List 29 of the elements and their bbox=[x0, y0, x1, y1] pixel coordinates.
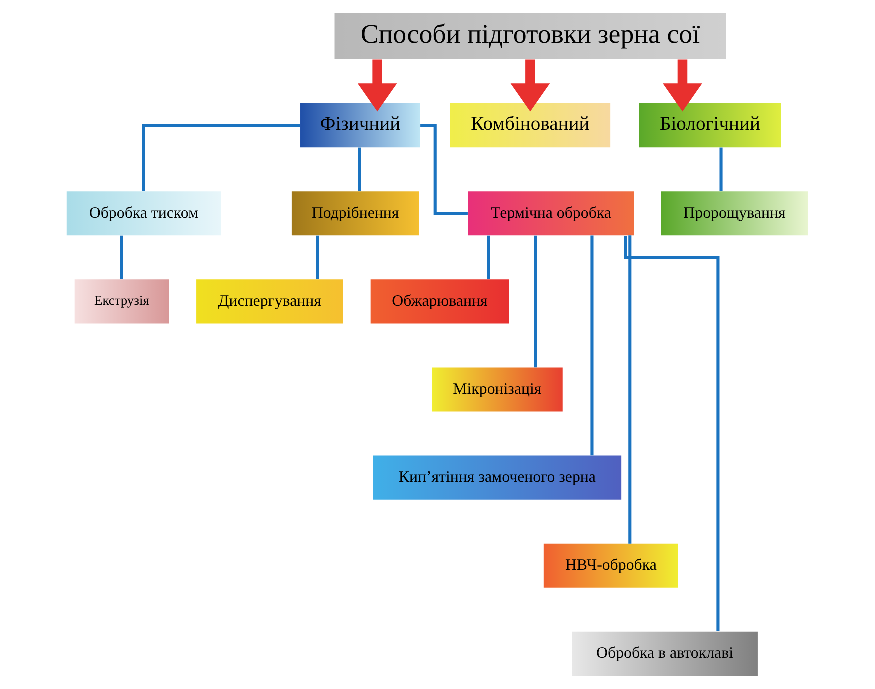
connector bbox=[720, 148, 723, 192]
node-box: Термічна обробка bbox=[468, 192, 634, 236]
node-box: Обробка тиском bbox=[66, 192, 221, 236]
connector bbox=[590, 236, 594, 456]
node-box: Обробка в автоклаві bbox=[572, 632, 758, 676]
node-box: Фізичний bbox=[300, 104, 420, 148]
node-box: Диспергування bbox=[196, 280, 344, 324]
node-box: Способи підготовки зерна сої bbox=[334, 13, 726, 60]
arrow bbox=[358, 60, 398, 112]
node-box: Біологічний bbox=[639, 104, 782, 148]
connector bbox=[358, 148, 362, 192]
connector bbox=[120, 236, 124, 280]
connector bbox=[316, 236, 320, 280]
connector bbox=[142, 124, 300, 192]
node-box: Мікронізація bbox=[432, 368, 563, 412]
connector bbox=[624, 236, 720, 632]
connector bbox=[420, 124, 468, 216]
arrow bbox=[510, 60, 550, 112]
node-box: Пророщування bbox=[661, 192, 808, 236]
node-box: НВЧ-обробка bbox=[544, 544, 678, 588]
arrow bbox=[663, 60, 702, 112]
connector bbox=[628, 236, 632, 544]
node-box: Обжарювання bbox=[370, 280, 510, 324]
node-box: Комбінований bbox=[450, 104, 611, 148]
node-box: Кип’ятіння замоченого зерна bbox=[373, 456, 622, 500]
connector bbox=[534, 236, 538, 368]
node-box: Подрібнення bbox=[292, 192, 420, 236]
node-box: Екструзія bbox=[74, 280, 170, 324]
connector bbox=[487, 236, 490, 280]
